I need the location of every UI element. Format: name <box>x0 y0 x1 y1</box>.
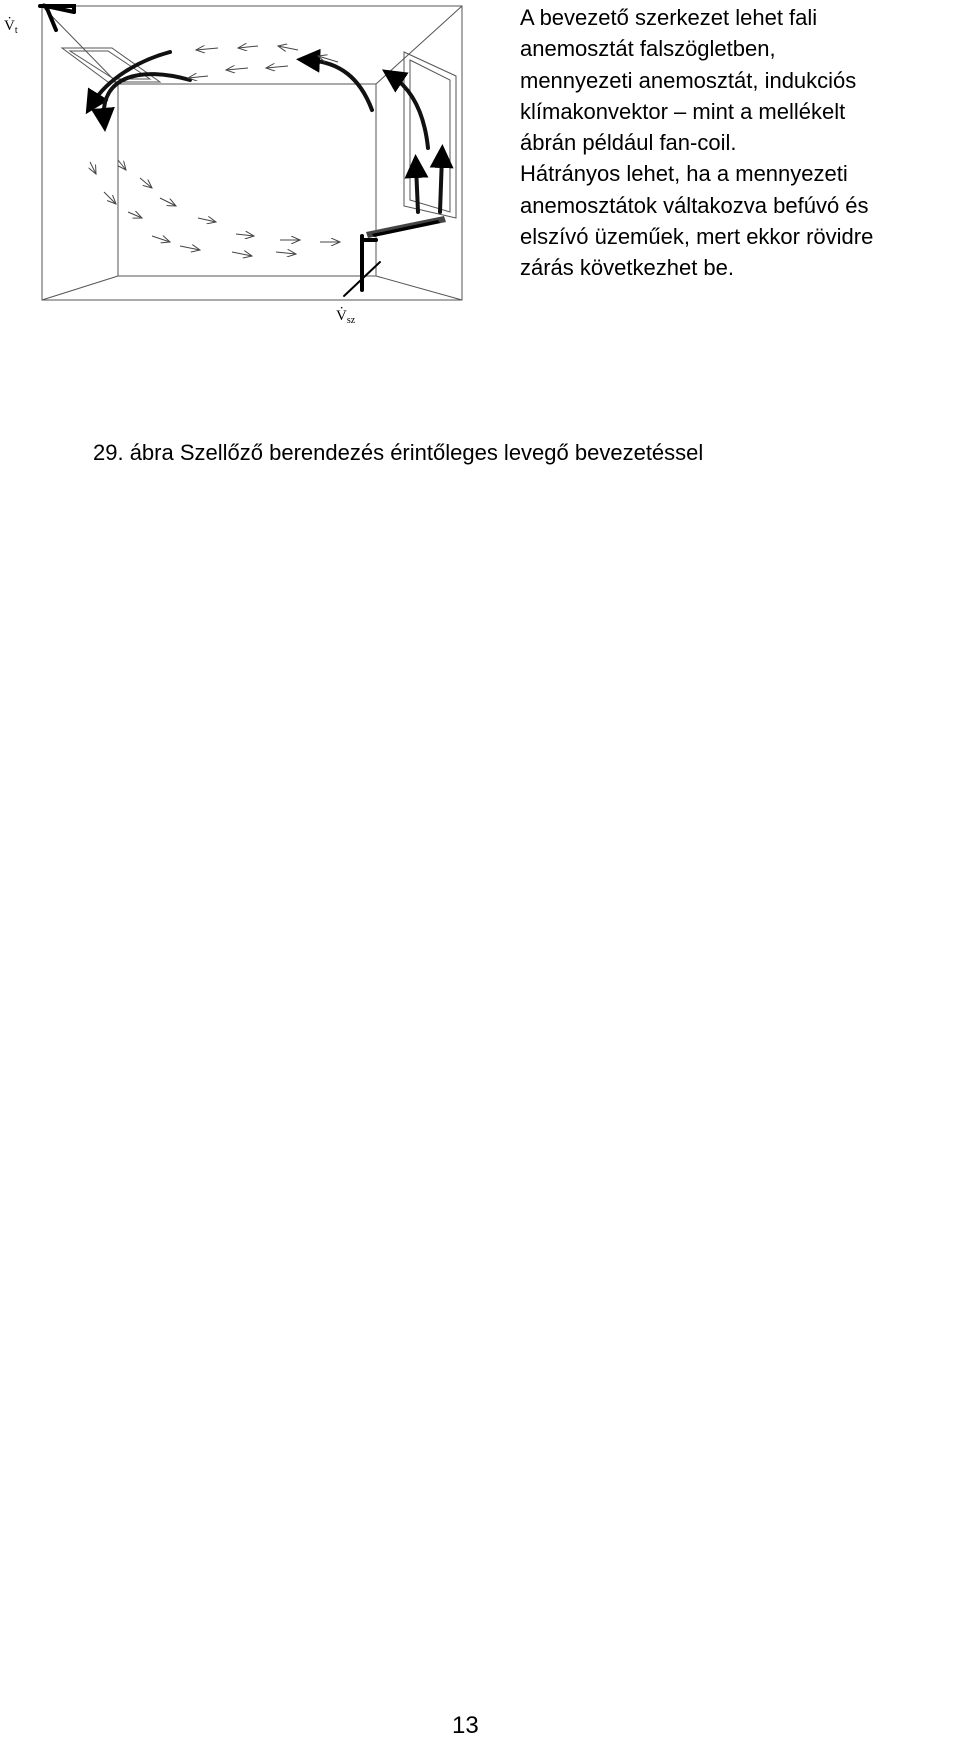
description-line: elszívó üzeműek, mert ekkor rövidre <box>520 224 874 250</box>
description-line: klímakonvektor – mint a mellékelt <box>520 98 846 124</box>
ceiling-diffuser <box>60 47 162 83</box>
description-line: anemosztát falszögletben, <box>520 36 776 62</box>
description-line: anemosztátok váltakozva befúvó és <box>520 192 869 218</box>
description-line: zárás következhet be. <box>520 255 735 281</box>
description-text: A bevezető szerkezet lehet fali anemosztá… <box>520 2 960 284</box>
supply-flow-label: V̇t <box>4 17 18 36</box>
floor-outlet <box>366 216 446 238</box>
extract-flow-label: V̇sz <box>336 307 356 326</box>
page-number: 13 <box>452 1712 479 1739</box>
figure-caption: 29. ábra Szellőző berendezés érintőleges… <box>93 440 704 465</box>
description-line: A bevezető szerkezet lehet fali <box>520 5 818 30</box>
description-line: Hátrányos lehet, ha a mennyezeti <box>520 161 848 187</box>
circulation-arrows <box>90 46 340 256</box>
description-line: mennyezeti anemosztát, indukciós <box>520 67 857 93</box>
description-line: ábrán például fan-coil. <box>520 130 737 156</box>
room-airflow-diagram: V̇t V̇sz <box>4 3 463 326</box>
ventilation-figure: V̇t V̇sz <box>0 0 480 340</box>
fan-coil-unit <box>403 51 457 219</box>
bottom-inlet-arrow <box>343 234 381 297</box>
main-airflow-arrows <box>85 48 454 214</box>
top-inlet-arrow <box>38 3 76 32</box>
